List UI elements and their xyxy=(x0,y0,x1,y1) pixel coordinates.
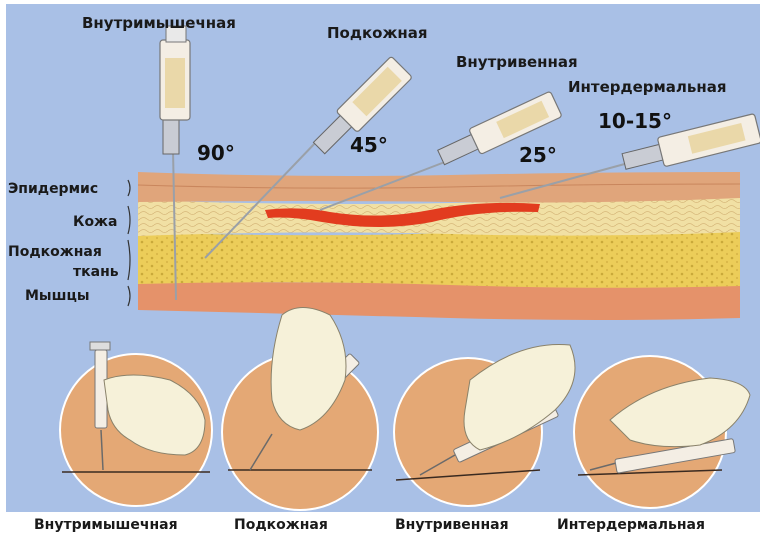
fat-texture xyxy=(138,228,740,288)
caption-subcutaneous: Подкожная xyxy=(234,517,328,533)
angle-intramuscular: 90° xyxy=(197,141,235,165)
needle-label-intradermal: Интердермальная xyxy=(568,78,727,96)
caption-intramuscular: Внутримышечная xyxy=(34,517,178,533)
angle-subcutaneous: 45° xyxy=(350,133,388,157)
angle-intradermal: 10-15° xyxy=(598,109,672,133)
layer-label-skin: Кожа xyxy=(73,214,117,230)
skin-cross-section xyxy=(138,172,740,320)
caption-intravenous: Внутривенная xyxy=(395,517,509,533)
needle-label-subcutaneous: Подкожная xyxy=(327,24,428,42)
layer-label-epidermis: Эпидермис xyxy=(8,181,98,197)
layer-label-muscles: Мышцы xyxy=(25,288,90,304)
angle-intravenous: 25° xyxy=(519,143,557,167)
needle-label-intramuscular: Внутримышечная xyxy=(82,14,236,32)
layer-label-subcutaneous-line2: ткань xyxy=(73,264,119,280)
caption-intradermal: Интердермальная xyxy=(557,517,705,533)
needle-label-intravenous: Внутривенная xyxy=(456,53,578,71)
layer-label-subcutaneous-line1: Подкожная xyxy=(8,244,102,260)
